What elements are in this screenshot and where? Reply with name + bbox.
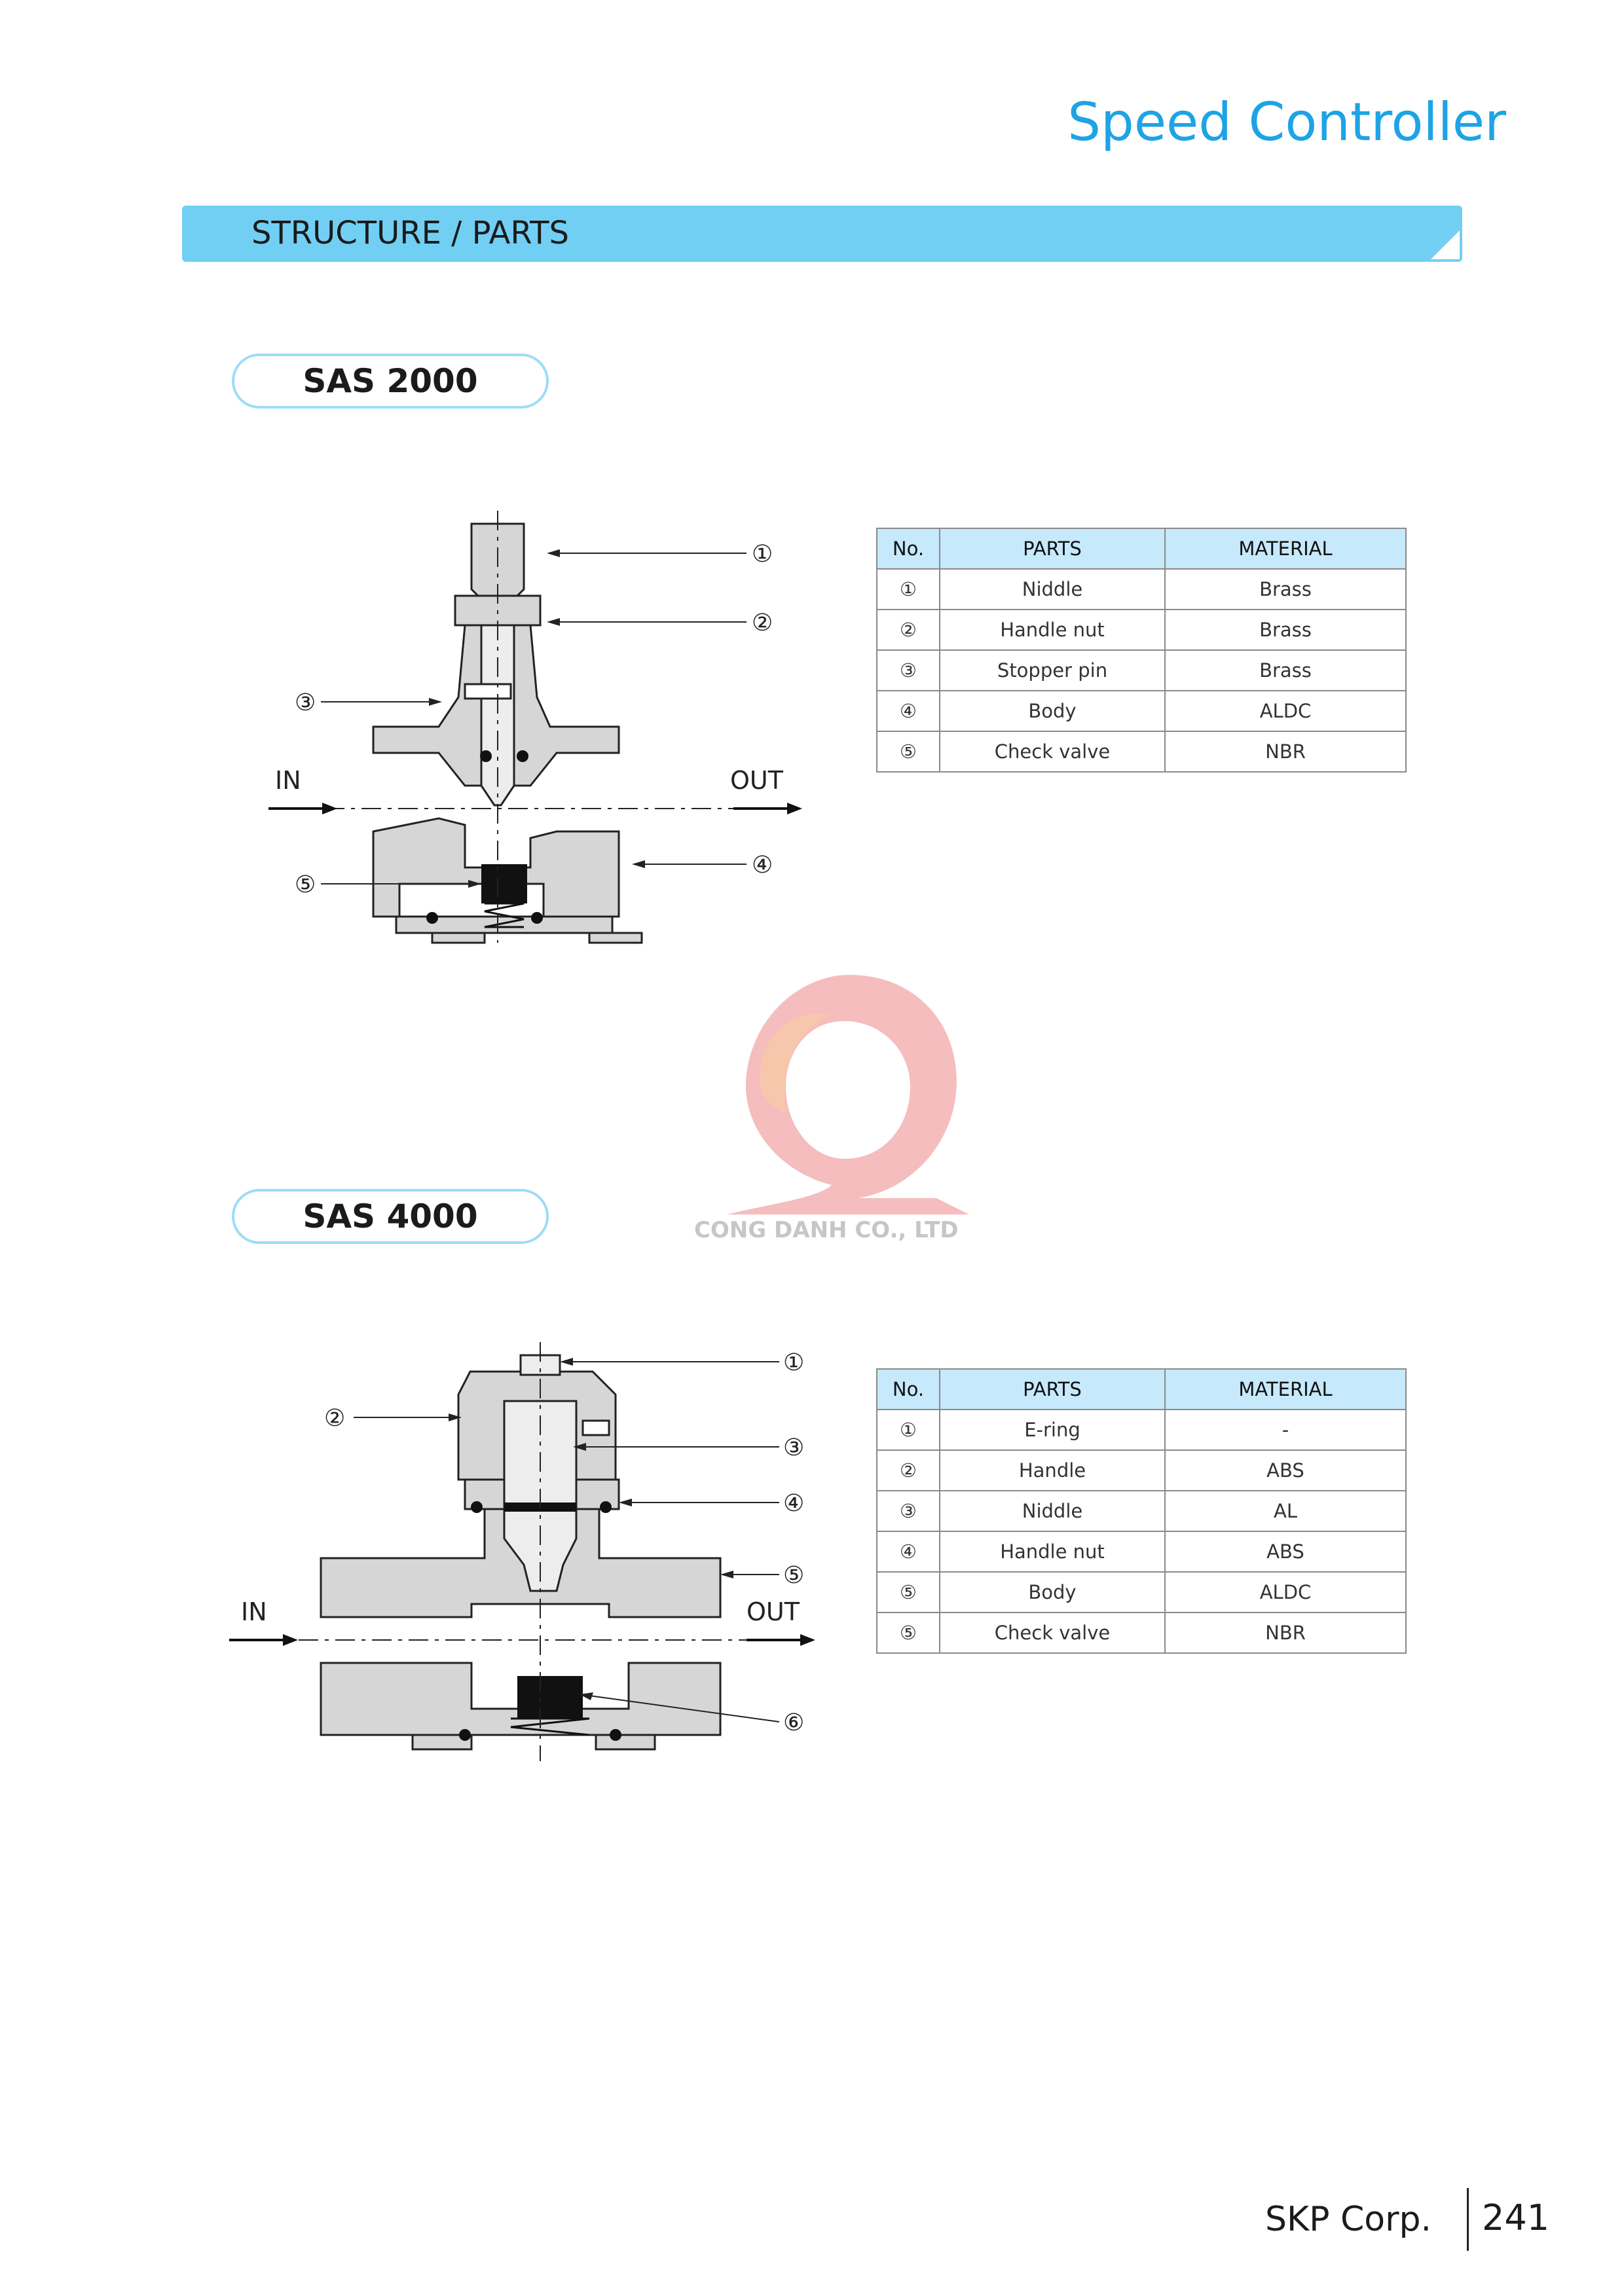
cell-material: ALDC	[1164, 1571, 1407, 1613]
header-parts: PARTS	[939, 1368, 1166, 1410]
sas4000-out-label: OUT	[747, 1597, 800, 1626]
sas4000-callout-2: ②	[324, 1405, 345, 1432]
table-header-row: No. PARTS MATERIAL	[876, 1368, 1407, 1410]
sas2000-callout-4: ④	[752, 852, 773, 879]
cell-no: ⑤	[876, 731, 940, 773]
cell-no: ③	[876, 1490, 940, 1532]
header-material: MATERIAL	[1164, 1368, 1407, 1410]
cell-no: ①	[876, 1409, 940, 1451]
table-row: ⑤ Check valve NBR	[876, 731, 1407, 773]
table-row: ⑤ Body ALDC	[876, 1571, 1407, 1613]
sas2000-in-label: IN	[275, 766, 301, 795]
model-label-sas4000: SAS 4000	[232, 1189, 549, 1244]
sas2000-callout-5: ⑤	[295, 871, 316, 898]
model-label-sas2000: SAS 2000	[232, 354, 549, 409]
cell-no: ④	[876, 1531, 940, 1573]
cell-part: Niddle	[939, 568, 1166, 610]
cell-material: AL	[1164, 1490, 1407, 1532]
cell-no: ②	[876, 1449, 940, 1491]
cell-part: Handle nut	[939, 609, 1166, 651]
sas4000-callout-5: ⑤	[783, 1562, 804, 1589]
table-row: ③ Niddle AL	[876, 1490, 1407, 1532]
cell-part: Check valve	[939, 731, 1166, 773]
cell-part: E-ring	[939, 1409, 1166, 1451]
cell-material: ABS	[1164, 1531, 1407, 1573]
cell-material: ABS	[1164, 1449, 1407, 1491]
cell-material: Brass	[1164, 649, 1407, 691]
cell-material: Brass	[1164, 609, 1407, 651]
section-title: STRUCTURE / PARTS	[251, 215, 569, 251]
footer-company: SKP Corp.	[1265, 2200, 1432, 2239]
table-row: ④ Handle nut ABS	[876, 1531, 1407, 1573]
header-no: No.	[876, 1368, 940, 1410]
sas2000-parts-table: No. PARTS MATERIAL ① Niddle Brass ② Hand…	[876, 528, 1407, 773]
footer-divider	[1467, 2188, 1469, 2251]
sas4000-in-label: IN	[241, 1597, 267, 1626]
cell-no: ④	[876, 690, 940, 732]
table-row: ② Handle ABS	[876, 1449, 1407, 1491]
table-row: ② Handle nut Brass	[876, 609, 1407, 651]
cell-part: Body	[939, 690, 1166, 732]
sas2000-out-label: OUT	[730, 766, 784, 795]
cell-part: Stopper pin	[939, 649, 1166, 691]
cell-material: Brass	[1164, 568, 1407, 610]
table-row: ⑤ Check valve NBR	[876, 1612, 1407, 1654]
table-row: ③ Stopper pin Brass	[876, 649, 1407, 691]
table-header-row: No. PARTS MATERIAL	[876, 528, 1407, 570]
sas4000-callout-4: ④	[783, 1490, 804, 1517]
cell-material: NBR	[1164, 731, 1407, 773]
cell-no: ⑤	[876, 1571, 940, 1613]
cell-material: NBR	[1164, 1612, 1407, 1654]
header-no: No.	[876, 528, 940, 570]
corner-mark-icon	[1431, 230, 1460, 259]
header-parts: PARTS	[939, 528, 1166, 570]
section-header-bar: STRUCTURE / PARTS	[182, 206, 1462, 262]
table-row: ① E-ring -	[876, 1409, 1407, 1451]
sas4000-callout-3: ③	[783, 1434, 804, 1461]
sas2000-cross-section-diagram: IN OUT ① ② ③ ④ ⑤	[268, 511, 802, 944]
cell-part: Body	[939, 1571, 1166, 1613]
cell-part: Niddle	[939, 1490, 1166, 1532]
cell-part: Handle nut	[939, 1531, 1166, 1573]
sas4000-parts-table: No. PARTS MATERIAL ① E-ring - ② Handle A…	[876, 1368, 1407, 1654]
cell-no: ③	[876, 649, 940, 691]
table-row: ① Niddle Brass	[876, 568, 1407, 610]
sas2000-callout-1: ①	[752, 541, 773, 568]
sas2000-callout-2: ②	[752, 610, 773, 636]
page-title: Speed Controller	[1067, 92, 1506, 153]
cell-material: -	[1164, 1409, 1407, 1451]
sas4000-callout-6: ⑥	[783, 1709, 804, 1736]
sas2000-callout-3: ③	[295, 689, 316, 716]
table-row: ④ Body ALDC	[876, 690, 1407, 732]
company-watermark-logo: CONG DANH CO., LTD	[694, 975, 969, 1243]
sas4000-cross-section-diagram: IN OUT ① ② ③ ④ ⑤ ⑥	[229, 1342, 815, 1761]
cell-material: ALDC	[1164, 690, 1407, 732]
cell-no: ②	[876, 609, 940, 651]
cell-part: Check valve	[939, 1612, 1166, 1654]
sas4000-callout-1: ①	[783, 1349, 804, 1376]
header-material: MATERIAL	[1164, 528, 1407, 570]
watermark-text: CONG DANH CO., LTD	[694, 1217, 959, 1243]
cell-no: ①	[876, 568, 940, 610]
cell-no: ⑤	[876, 1612, 940, 1654]
page-number: 241	[1482, 2197, 1550, 2238]
cell-part: Handle	[939, 1449, 1166, 1491]
